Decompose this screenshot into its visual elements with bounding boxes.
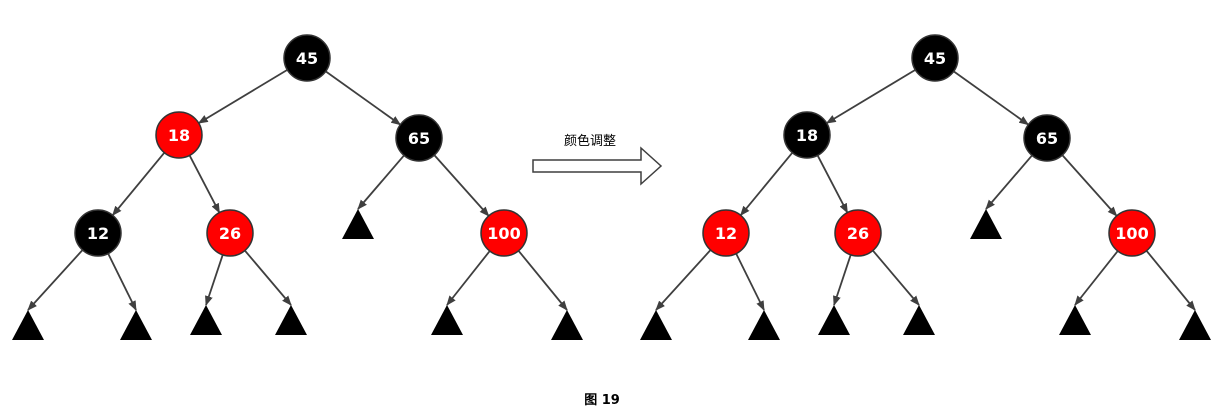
transition-arrow: 颜色调整 bbox=[532, 133, 663, 186]
node-circle bbox=[783, 111, 831, 159]
tree-edge bbox=[833, 254, 852, 306]
nil-leaf-triangle-icon bbox=[903, 305, 935, 335]
tree-edge bbox=[816, 154, 849, 214]
tree-edge bbox=[985, 154, 1033, 210]
tree-node-12: 12 bbox=[74, 209, 122, 257]
tree-edge bbox=[205, 254, 224, 306]
tree-edge bbox=[953, 70, 1030, 126]
nil-leaf-triangle-icon bbox=[12, 310, 44, 340]
tree-edge bbox=[244, 249, 292, 306]
node-circle bbox=[1108, 209, 1156, 257]
tree-node-65: 65 bbox=[395, 114, 443, 162]
nil-leaf-triangle-icon bbox=[1059, 305, 1091, 335]
tree-edge bbox=[357, 154, 405, 210]
node-circle bbox=[911, 34, 959, 82]
nil-leaf-triangle-icon bbox=[970, 209, 1002, 239]
tree-node-26: 26 bbox=[834, 209, 882, 257]
tree-node-45: 45 bbox=[283, 34, 331, 82]
node-circle bbox=[74, 209, 122, 257]
node-circle bbox=[155, 111, 203, 159]
nil-leaf-triangle-icon bbox=[275, 305, 307, 335]
nil-leaf-triangle-icon bbox=[190, 305, 222, 335]
tree-edge bbox=[107, 253, 137, 311]
node-label: 100 bbox=[487, 224, 520, 243]
tree-edge bbox=[188, 154, 221, 214]
node-label: 65 bbox=[1036, 129, 1058, 148]
tree-edge bbox=[825, 69, 916, 124]
node-label: 45 bbox=[296, 49, 318, 68]
node-circle bbox=[1023, 114, 1071, 162]
tree-node-45: 45 bbox=[911, 34, 959, 82]
tree-edge bbox=[517, 250, 568, 311]
tree-before: 45 18 65 12 26 100 bbox=[12, 34, 583, 340]
tree-node-26: 26 bbox=[206, 209, 254, 257]
node-label: 12 bbox=[715, 224, 737, 243]
tree-node-18: 18 bbox=[783, 111, 831, 159]
tree-edge bbox=[111, 152, 166, 217]
nil-leaf-triangle-icon bbox=[551, 310, 583, 340]
node-label: 18 bbox=[796, 126, 818, 145]
node-label: 12 bbox=[87, 224, 109, 243]
node-circle bbox=[395, 114, 443, 162]
tree-edge bbox=[1061, 154, 1118, 217]
nil-leaf-triangle-icon bbox=[818, 305, 850, 335]
nil-leaf-triangle-icon bbox=[431, 305, 463, 335]
node-circle bbox=[480, 209, 528, 257]
node-circle bbox=[283, 34, 331, 82]
tree-node-100: 100 bbox=[480, 209, 528, 257]
tree-edge bbox=[446, 250, 491, 306]
node-label: 45 bbox=[924, 49, 946, 68]
tree-node-18: 18 bbox=[155, 111, 203, 159]
node-label: 26 bbox=[219, 224, 241, 243]
nil-leaf-triangle-icon bbox=[640, 310, 672, 340]
tree-node-100: 100 bbox=[1108, 209, 1156, 257]
transition-label: 颜色调整 bbox=[564, 133, 616, 149]
tree-after: 45 18 65 12 26 100 bbox=[640, 34, 1211, 340]
tree-node-65: 65 bbox=[1023, 114, 1071, 162]
tree-edge bbox=[197, 69, 288, 124]
tree-edge bbox=[433, 154, 490, 217]
node-label: 65 bbox=[408, 129, 430, 148]
node-label: 100 bbox=[1115, 224, 1148, 243]
node-circle bbox=[834, 209, 882, 257]
node-circle bbox=[206, 209, 254, 257]
node-label: 18 bbox=[168, 126, 190, 145]
tree-node-12: 12 bbox=[702, 209, 750, 257]
figure-caption: 图 19 bbox=[584, 393, 620, 408]
tree-edge bbox=[27, 249, 84, 311]
node-label: 26 bbox=[847, 224, 869, 243]
nil-leaf-triangle-icon bbox=[1179, 310, 1211, 340]
tree-edge bbox=[739, 152, 794, 217]
tree-edge bbox=[655, 249, 712, 311]
hollow-arrow-icon bbox=[532, 146, 663, 186]
nil-leaf-triangle-icon bbox=[748, 310, 780, 340]
node-circle bbox=[702, 209, 750, 257]
nil-leaf-triangle-icon bbox=[120, 310, 152, 340]
tree-edge bbox=[872, 249, 920, 306]
tree-edge bbox=[735, 253, 765, 311]
tree-edge bbox=[1145, 250, 1196, 311]
nil-leaf-triangle-icon bbox=[342, 209, 374, 239]
tree-edge bbox=[325, 70, 402, 126]
tree-edge bbox=[1074, 250, 1119, 306]
